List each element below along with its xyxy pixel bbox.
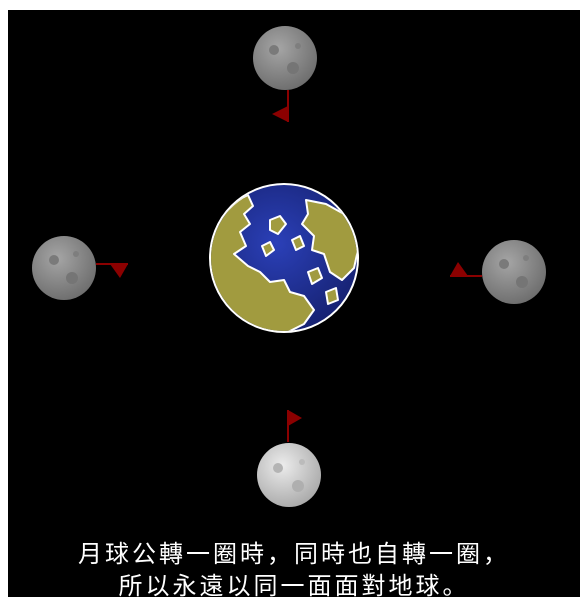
moon-icon xyxy=(253,26,317,90)
moon-icon xyxy=(482,240,546,304)
caption-line-1: 月球公轉一圈時，同時也自轉一圈， xyxy=(78,540,510,568)
caption: 月球公轉一圈時，同時也自轉一圈， 所以永遠以同一面面對地球。 xyxy=(8,538,580,602)
flag-icon xyxy=(450,262,482,277)
flag-icon xyxy=(96,263,128,278)
moon-bottom xyxy=(257,410,321,507)
moon-icon xyxy=(257,443,321,507)
moon-icon xyxy=(32,236,96,300)
moon-right xyxy=(450,240,546,304)
flag-icon xyxy=(287,410,302,442)
flag-icon xyxy=(272,90,289,122)
moon-left xyxy=(32,236,128,300)
caption-line-2: 所以永遠以同一面面對地球。 xyxy=(118,572,470,600)
moon-top xyxy=(253,26,317,122)
moon-orbit-diagram: 月球公轉一圈時，同時也自轉一圈， 所以永遠以同一面面對地球。 xyxy=(8,10,580,600)
orbit-scene xyxy=(32,26,546,507)
earth-icon xyxy=(209,183,359,333)
